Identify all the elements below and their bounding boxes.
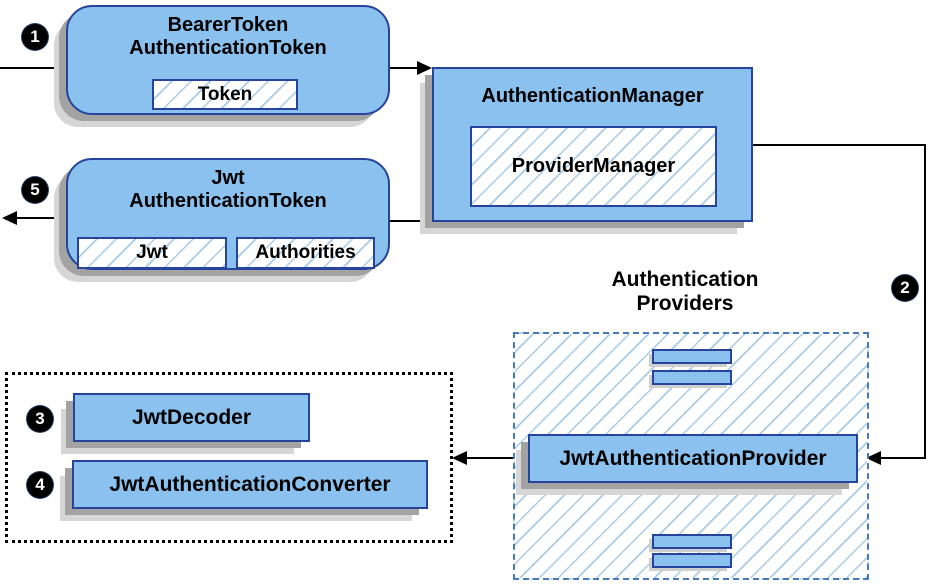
bearer-token-authentication-token-node: BearerToken AuthenticationToken Token — [66, 5, 390, 115]
jwt-authentication-converter-node: JwtAuthenticationConverter — [72, 460, 428, 509]
jwt-helpers-group — [5, 372, 453, 543]
provider-placeholder-bar-top-2 — [652, 370, 732, 385]
jwt-token-title-line2: AuthenticationToken — [129, 190, 327, 212]
jwt-decoder-node: JwtDecoder — [73, 393, 310, 442]
authentication-manager-node: AuthenticationManager ProviderManager — [432, 67, 753, 222]
connector-provider-to-converterbox-arrow — [452, 451, 520, 465]
authorities-chip: Authorities — [236, 237, 375, 269]
authentication-manager-title: AuthenticationManager — [481, 85, 704, 107]
provider-placeholder-bar-bottom-1 — [652, 534, 732, 549]
provider-placeholder-bar-top-1 — [652, 349, 732, 364]
provider-placeholder-bar-bottom-2 — [652, 553, 732, 568]
jwt-token-title-line1: Jwt — [211, 167, 245, 189]
provider-manager-chip: ProviderManager — [470, 126, 717, 207]
step-badge-1: 1 — [22, 24, 48, 50]
authentication-providers-label: Authentication Providers — [575, 268, 795, 316]
connector-manager-to-provider-arrow — [753, 144, 926, 465]
connector-response-out-arrow — [2, 211, 66, 225]
bearer-token-title-line2: AuthenticationToken — [129, 37, 327, 59]
authentication-providers-label-line1: Authentication — [611, 268, 759, 291]
jwt-authentication-provider-node: JwtAuthenticationProvider — [528, 434, 858, 483]
jwt-token-node-title: Jwt AuthenticationToken — [68, 160, 388, 213]
connector-bearer-to-manager-arrow — [390, 61, 432, 75]
bearer-token-node-title: BearerToken AuthenticationToken — [68, 7, 388, 60]
step-badge-2: 2 — [892, 275, 918, 301]
jwt-chip: Jwt — [77, 237, 227, 269]
jwt-authentication-token-node: Jwt AuthenticationToken Jwt Authorities — [66, 158, 390, 270]
token-chip: Token — [152, 79, 298, 110]
step-badge-4: 4 — [27, 472, 53, 498]
authentication-providers-label-line2: Providers — [636, 292, 734, 315]
step-badge-5: 5 — [22, 177, 48, 203]
bearer-token-title-line1: BearerToken — [167, 14, 289, 36]
step-badge-3: 3 — [27, 406, 53, 432]
